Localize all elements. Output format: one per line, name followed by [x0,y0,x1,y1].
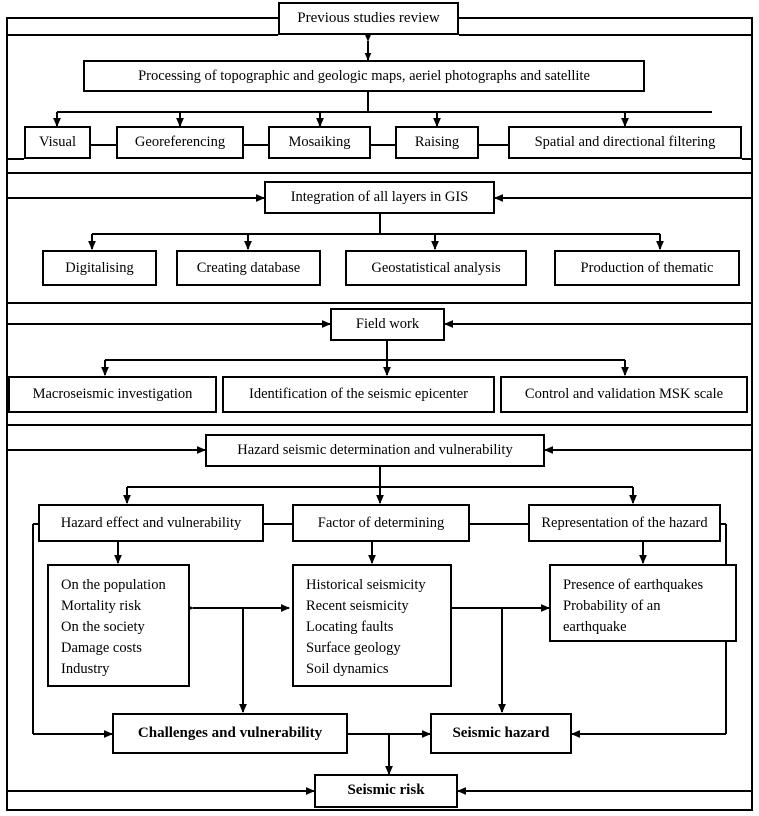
list-hazard-effect-items[interactable]: On the population Mortality risk On the … [47,564,190,687]
node-field-work[interactable]: Field work [330,308,445,341]
node-label: Georeferencing [134,134,226,151]
node-creating-database[interactable]: Creating database [176,250,321,286]
node-mosaiking[interactable]: Mosaiking [268,126,371,159]
node-production-thematic[interactable]: Production of thematic [554,250,740,286]
node-control-validation-msk[interactable]: Control and validation MSK scale [500,376,748,413]
node-previous-studies-review[interactable]: Previous studies review [278,2,459,35]
list-item: Industry [61,661,110,677]
node-label: Raising [414,134,460,151]
node-visual[interactable]: Visual [24,126,91,159]
list-item: Recent seismicity [306,598,409,614]
node-identification-epicenter[interactable]: Identification of the seismic epicenter [222,376,495,413]
node-label: Identification of the seismic epicenter [248,386,469,403]
node-label: Previous studies review [297,9,440,26]
node-label: Production of thematic [580,259,714,276]
list-item: Locating faults [306,619,394,635]
list-item: Surface geology [306,640,401,656]
node-representation-of-hazard[interactable]: Representation of the hazard [528,504,721,542]
list-item: Probability of an [563,598,661,614]
node-label: Geostatistical analysis [371,259,501,276]
node-label: Field work [355,316,420,333]
node-georeferencing[interactable]: Georeferencing [116,126,244,159]
node-label: Macroseismic investigation [32,386,193,403]
node-processing[interactable]: Processing of topographic and geologic m… [83,60,645,92]
node-hazard-effect-vulnerability[interactable]: Hazard effect and vulnerability [38,504,264,542]
list-item: On the society [61,619,145,635]
node-label: Factor of determining [317,514,445,531]
node-label: Hazard seismic determination and vulnera… [237,442,513,459]
node-seismic-risk[interactable]: Seismic risk [314,774,458,808]
node-label: Seismic risk [347,782,425,799]
list-item: Presence of earthquakes [563,577,704,593]
node-label: Challenges and vulnerability [137,724,323,741]
node-label: Integration of all layers in GIS [290,189,469,206]
node-factor-of-determining[interactable]: Factor of determining [292,504,470,542]
node-label: Digitalising [65,259,134,276]
node-hazard-seismic-determination[interactable]: Hazard seismic determination and vulnera… [205,434,545,467]
node-geostatistical-analysis[interactable]: Geostatistical analysis [345,250,527,286]
list-representation-items[interactable]: Presence of earthquakes Probability of a… [549,564,737,642]
node-label: Processing of topographic and geologic m… [138,67,590,84]
node-spatial-directional-filtering[interactable]: Spatial and directional filtering [508,126,742,159]
node-label: Hazard effect and vulnerability [60,514,242,531]
node-label: Representation of the hazard [541,514,708,531]
node-macroseismic-investigation[interactable]: Macroseismic investigation [8,376,217,413]
list-item: earthquake [563,619,627,635]
list-item: Historical seismicity [306,577,426,593]
node-label: Control and validation MSK scale [524,386,724,403]
node-integration-gis[interactable]: Integration of all layers in GIS [264,181,495,214]
node-raising[interactable]: Raising [395,126,479,159]
node-challenges-vulnerability[interactable]: Challenges and vulnerability [112,713,348,754]
list-item: On the population [61,577,166,593]
list-item: Soil dynamics [306,661,389,677]
node-label: Creating database [196,259,301,276]
list-factor-items[interactable]: Historical seismicity Recent seismicity … [292,564,452,687]
list-item: Mortality risk [61,598,142,614]
node-label: Seismic hazard [452,724,550,741]
node-digitalising[interactable]: Digitalising [42,250,157,286]
node-seismic-hazard[interactable]: Seismic hazard [430,713,572,754]
node-label: Mosaiking [288,134,351,151]
list-item: Damage costs [61,640,142,656]
node-label: Visual [39,134,76,151]
node-label: Spatial and directional filtering [534,134,716,151]
